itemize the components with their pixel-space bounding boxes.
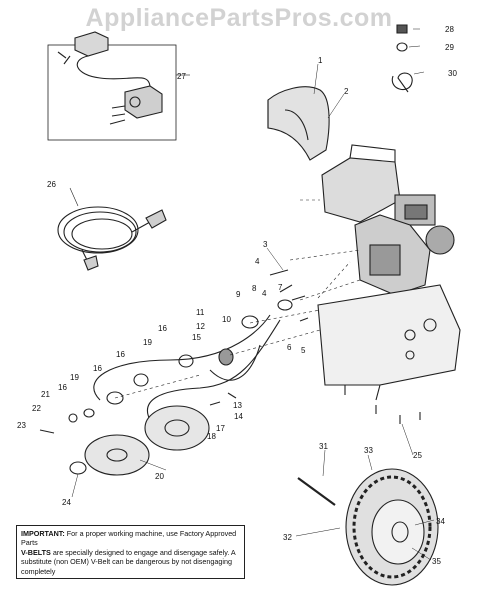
belt-cover xyxy=(267,86,330,161)
important-note: IMPORTANT: For a proper working machine,… xyxy=(16,525,245,579)
callout-16d: 16 xyxy=(58,383,67,392)
engine xyxy=(321,144,455,296)
callout-19b: 19 xyxy=(70,373,79,382)
callout-5: 5 xyxy=(301,346,306,355)
callout-15: 15 xyxy=(192,333,201,342)
callout-25: 25 xyxy=(413,451,422,460)
callout-17: 17 xyxy=(216,424,225,433)
leader-lines xyxy=(114,199,361,399)
callout-7: 7 xyxy=(278,283,283,292)
callout-13: 13 xyxy=(233,401,242,410)
callout-16c: 16 xyxy=(93,364,102,373)
callout-33: 33 xyxy=(364,446,373,455)
callout-28: 28 xyxy=(445,25,454,34)
callout-19a: 19 xyxy=(143,338,152,347)
callout-34: 34 xyxy=(436,517,445,526)
callout-12: 12 xyxy=(196,322,205,331)
important-label: IMPORTANT: xyxy=(21,529,65,538)
callout-8: 8 xyxy=(252,284,257,293)
callout-23: 23 xyxy=(17,421,26,430)
switch-kit-group xyxy=(47,31,190,141)
callout-2: 2 xyxy=(344,87,349,96)
callout-35: 35 xyxy=(432,557,441,566)
callout-32: 32 xyxy=(283,533,292,542)
pulleys xyxy=(68,299,293,476)
callout-18: 18 xyxy=(207,432,216,441)
axle xyxy=(297,477,336,506)
extension-cord xyxy=(57,187,167,271)
wheel xyxy=(345,468,439,586)
vbelts-text: are specially designed to engage and dis… xyxy=(21,547,236,576)
callout-leaders xyxy=(71,28,435,561)
callout-4b: 4 xyxy=(262,289,267,298)
callout-16a: 16 xyxy=(158,324,167,333)
belts xyxy=(93,314,281,421)
callout-27: 27 xyxy=(177,72,186,81)
callout-29: 29 xyxy=(445,43,454,52)
callout-26: 26 xyxy=(47,180,56,189)
callout-22: 22 xyxy=(32,404,41,413)
callout-31: 31 xyxy=(319,442,328,451)
hardware xyxy=(39,269,421,434)
callout-10: 10 xyxy=(222,315,231,324)
callout-4a: 4 xyxy=(255,257,260,266)
callout-3: 3 xyxy=(263,240,268,249)
callout-24: 24 xyxy=(62,498,71,507)
small-parts-top-right xyxy=(391,24,413,93)
frame xyxy=(317,284,461,401)
callout-21: 21 xyxy=(41,390,50,399)
callout-11: 11 xyxy=(196,308,205,317)
callout-6: 6 xyxy=(287,343,292,352)
callout-1: 1 xyxy=(318,56,323,65)
callout-16b: 16 xyxy=(116,350,125,359)
callout-14: 14 xyxy=(234,412,243,421)
callout-20: 20 xyxy=(155,472,164,481)
vbelts-label: V-BELTS xyxy=(21,547,51,557)
callout-9: 9 xyxy=(236,290,241,299)
watermark: AppliancePartsPros.com xyxy=(85,4,393,32)
callout-labels: 1 2 3 4 4 5 6 7 8 9 10 11 12 13 14 15 16… xyxy=(17,25,457,566)
callout-30: 30 xyxy=(448,69,457,78)
important-text: For a proper working machine, use Factor… xyxy=(21,529,237,548)
